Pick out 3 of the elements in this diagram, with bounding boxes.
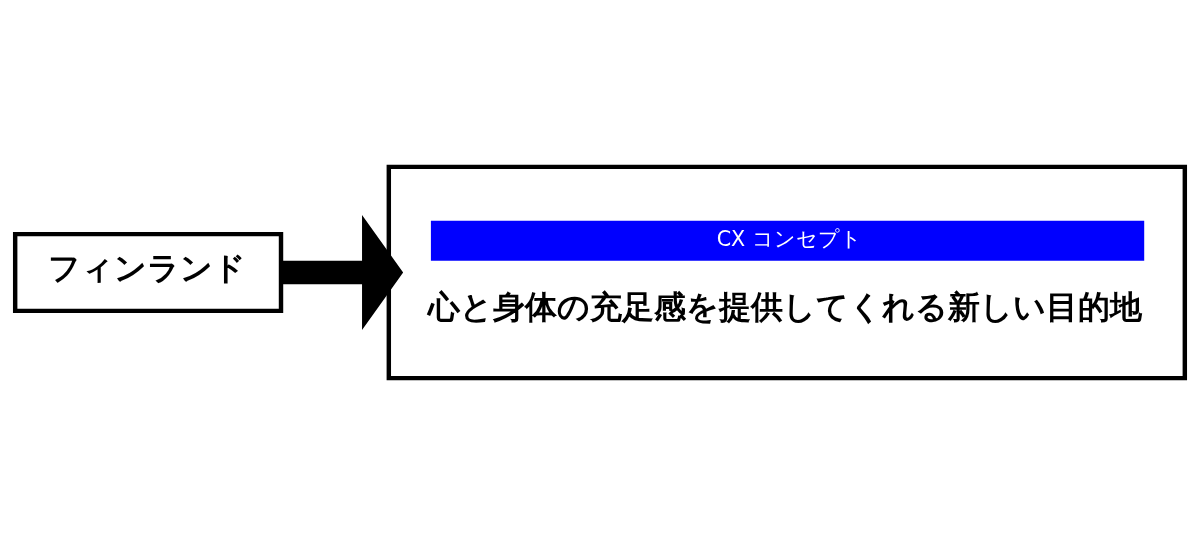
- node-box: CX コンセプト 心と身体の充足感を提供してくれる新しい目的地: [386, 164, 1188, 381]
- arrow: [281, 214, 404, 331]
- node-box: フィンランド: [12, 231, 284, 314]
